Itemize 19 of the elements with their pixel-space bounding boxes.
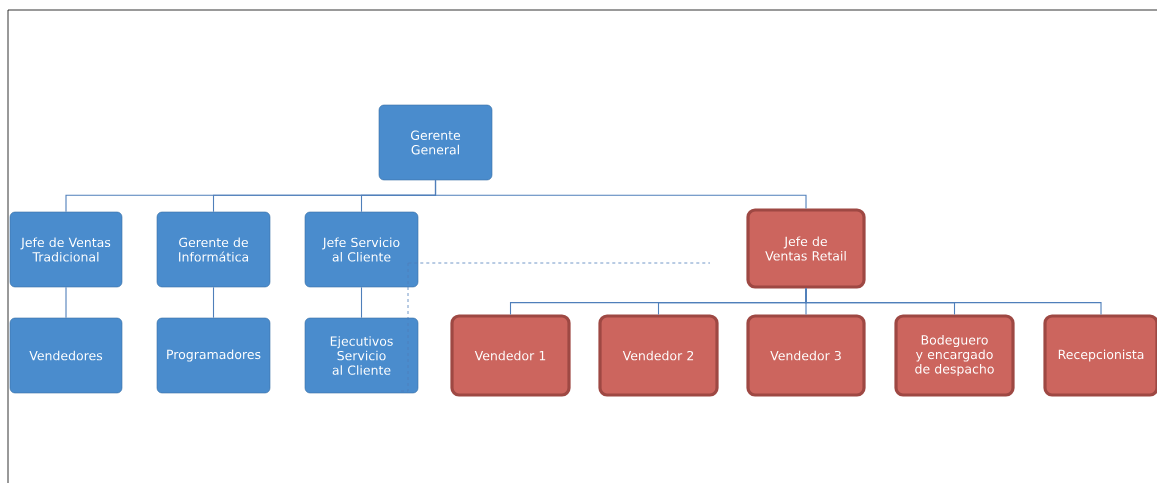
position-box: Vendedores <box>9 317 123 394</box>
position-box: Ejecutivos Servicio al Cliente <box>304 317 419 394</box>
connector-line <box>360 286 363 319</box>
position-box: Vendedor 2 <box>598 314 719 397</box>
connector-line <box>434 179 807 209</box>
position-box: Vendedor 1 <box>450 314 571 397</box>
connector-line <box>65 286 67 319</box>
position-box: Gerente General <box>378 104 493 181</box>
position-box: Programadores <box>156 317 271 394</box>
connector-line <box>212 286 215 319</box>
position-box: Jefe de Ventas Tradicional <box>9 211 123 288</box>
position-box: Vendedor 3 <box>746 314 866 397</box>
dashed-line <box>407 262 711 264</box>
position-box: Jefe Servicio al Cliente <box>304 211 419 288</box>
position-box: Gerente de Informática <box>156 211 271 288</box>
position-box: Bodeguero y encargado de despacho <box>894 314 1015 397</box>
connector-line <box>805 288 1102 315</box>
position-box: Recepcionista <box>1043 314 1157 397</box>
position-box: Jefe de Ventas Retail <box>746 208 866 289</box>
